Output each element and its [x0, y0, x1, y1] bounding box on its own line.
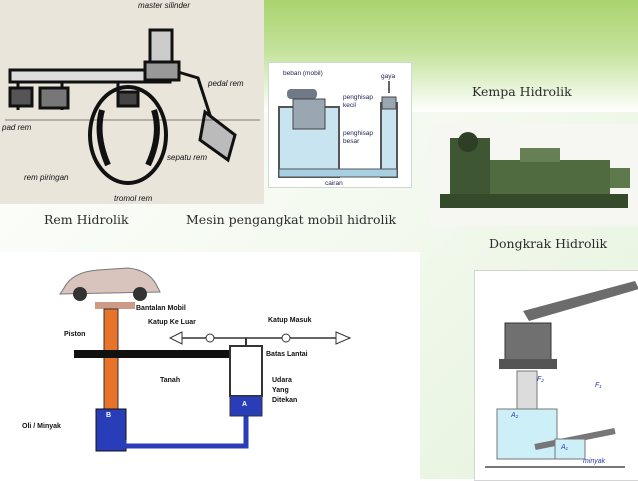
hydraulic-jack-diagram: F₂ F₁ A₂ A₁ minyak	[474, 270, 638, 481]
label-penghisap-kecil-1: penghisap	[343, 94, 373, 101]
label-batas-lantai: Batas Lantai	[266, 351, 308, 358]
label-pad-rem: pad rem	[1, 123, 32, 132]
label-gaya: gaya	[381, 73, 395, 80]
label-penghisap-besar-1: penghisap	[343, 130, 373, 137]
caption-mesin-pengangkat: Mesin pengangkat mobil hidrolik	[186, 212, 397, 227]
label-penghisap-kecil-2: kecil	[343, 102, 357, 109]
caption-rem-hidrolik: Rem Hidrolik	[44, 212, 129, 227]
caption-kempa-hidrolik: Kempa Hidrolik	[472, 84, 572, 99]
small-lift-diagram: beban (mobil) gaya penghisap kecil pengh…	[268, 62, 412, 188]
label-sepatu-rem: sepatu rem	[167, 153, 207, 162]
label-tromol-rem: tromol rem	[114, 194, 153, 203]
label-f2: F₂	[537, 376, 544, 383]
label-udara-1: Udara	[272, 377, 292, 384]
label-a: A	[242, 401, 247, 408]
label-udara-3: Ditekan	[272, 397, 297, 404]
label-udara-2: Yang	[272, 387, 289, 394]
hydraulic-press-image	[430, 124, 638, 226]
label-bantalan-mobil: Bantalan Mobil	[136, 305, 186, 312]
label-rem-piringan: rem piringan	[24, 173, 69, 182]
large-lift-diagram: Bantalan Mobil Katup Ke Luar Katup Masuk…	[0, 252, 420, 479]
label-pedal-rem: pedal rem	[207, 79, 244, 88]
label-b: B	[106, 412, 111, 419]
brake-diagram: master silinder pedal rem pad rem sepatu…	[0, 0, 264, 204]
label-penghisap-besar-2: besar	[343, 138, 360, 145]
label-cairan: cairan	[325, 180, 343, 187]
label-tanah: Tanah	[160, 377, 180, 384]
label-piston: Piston	[64, 331, 85, 338]
label-master-silinder: master silinder	[138, 1, 190, 10]
label-oli-minyak: Oli / Minyak	[22, 423, 61, 430]
label-a1: A₁	[560, 444, 569, 451]
label-minyak: minyak	[583, 458, 606, 465]
label-f1: F₁	[595, 382, 602, 389]
label-katup-keluar: Katup Ke Luar	[148, 319, 196, 326]
caption-dongkrak-hidrolik: Dongkrak Hidrolik	[489, 236, 608, 251]
label-katup-masuk: Katup Masuk	[268, 317, 312, 324]
label-beban: beban (mobil)	[283, 70, 323, 77]
label-a2: A₂	[510, 412, 519, 419]
